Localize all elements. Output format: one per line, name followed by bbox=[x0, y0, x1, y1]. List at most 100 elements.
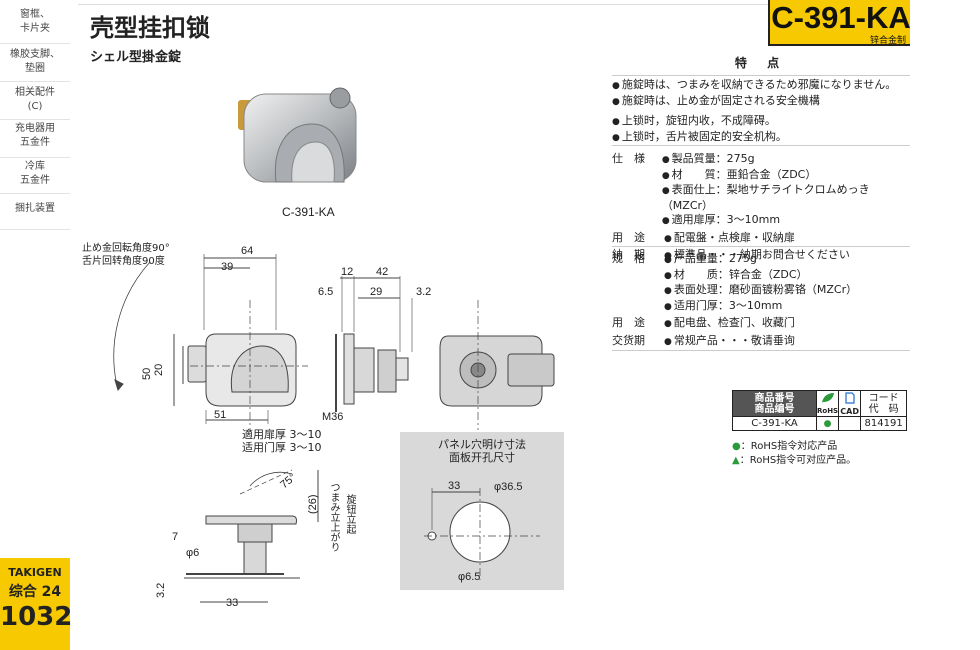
front-view-shell bbox=[230, 345, 289, 393]
back-view-body bbox=[439, 335, 543, 407]
use-value: 配电盘、检查门、收藏门 bbox=[664, 316, 795, 332]
product-code: C-391-KA bbox=[771, 0, 911, 35]
door-thickness-note: 適用扉厚 3～10 适用门厚 3～10 bbox=[242, 428, 322, 454]
spec-value: 产品重量：275g bbox=[664, 252, 857, 268]
spec-value: 材 質：亜鉛合金（ZDC） bbox=[662, 168, 910, 184]
catalog-badge: TAKIGEN 综合 24 1032 bbox=[0, 558, 73, 650]
spec-value: 適用扉厚：3～10mm bbox=[662, 213, 910, 229]
features-cn: 上锁时，旋钮内收，不成障碍。 上锁时，舌片被固定的安全机构。 bbox=[612, 114, 787, 145]
dim-75-deg: 75° bbox=[278, 471, 298, 491]
side-view-flange bbox=[343, 333, 355, 405]
table-row: C-391-KA ● 814191 bbox=[732, 416, 908, 431]
product-photo bbox=[238, 87, 357, 183]
rotation-note-jp: 止め金回転角度90° bbox=[82, 243, 170, 254]
dim-39: 39 bbox=[221, 261, 233, 273]
spec-label: 规 格 bbox=[612, 252, 645, 265]
table-cell-number: 814191 bbox=[860, 416, 908, 431]
panel-dim-phi6-5: φ6.5 bbox=[458, 571, 480, 583]
table-cell-code: C-391-KA bbox=[732, 416, 817, 431]
panel-dim-phi36-5: φ36.5 bbox=[494, 481, 523, 493]
brand-name: TAKIGEN bbox=[8, 566, 62, 579]
sidebar-item-cold-storage[interactable]: 冷库 五金件 bbox=[0, 160, 70, 194]
features-heading: 特 点 bbox=[612, 54, 910, 76]
door-thickness-jp: 適用扉厚 3～10 bbox=[242, 428, 322, 441]
triangle-icon: ▲ bbox=[732, 455, 740, 466]
use-label: 用 途 bbox=[612, 316, 645, 329]
material-label: 锌合金制 bbox=[869, 36, 906, 46]
bottom-view-bolt bbox=[243, 541, 267, 575]
leaf-icon bbox=[821, 393, 834, 403]
panel-hole-small bbox=[427, 531, 437, 541]
table-header-rohs: RoHS bbox=[815, 390, 840, 417]
sidebar-item-binding[interactable]: 捆扎装置 bbox=[0, 202, 70, 230]
side-view-nut bbox=[377, 349, 397, 393]
panel-cutout-title: パネル穴明け寸法 面板开孔尺寸 bbox=[400, 438, 564, 464]
sidebar-item-label: 窗框、 bbox=[20, 9, 50, 20]
section-divider bbox=[612, 350, 910, 351]
sidebar-item-label: (C) bbox=[27, 101, 43, 112]
top-divider bbox=[78, 4, 768, 5]
legend-rohs-possible: ▲：RoHS指令可对应产品。 bbox=[732, 455, 857, 466]
delivery-value: 常规产品・・・敬请垂询 bbox=[664, 334, 795, 350]
rotation-arc bbox=[113, 261, 151, 391]
circle-icon: ● bbox=[732, 441, 741, 452]
door-thickness-cn: 适用门厚 3～10 bbox=[242, 441, 322, 454]
feature-item: 上锁时，舌片被固定的安全机构。 bbox=[612, 130, 787, 146]
dim-29: 29 bbox=[370, 286, 382, 298]
sidebar-item-charger-hardware[interactable]: 充电器用 五金件 bbox=[0, 122, 70, 158]
dim-12: 12 bbox=[341, 266, 353, 278]
dim-42: 42 bbox=[376, 266, 388, 278]
table-cell-rohs: ● bbox=[815, 416, 840, 431]
section-divider bbox=[612, 246, 910, 247]
panel-dim-33: 33 bbox=[448, 480, 460, 492]
dim-64: 64 bbox=[241, 245, 253, 257]
sidebar-item-label: 卡片夹 bbox=[20, 23, 50, 34]
front-view-tab bbox=[187, 345, 207, 383]
page-number: 1032 bbox=[0, 602, 73, 632]
rotation-note: 止め金回転角度90° 舌片回转角度90度 bbox=[82, 242, 170, 268]
bottom-view-knob bbox=[237, 523, 273, 543]
table-header-cad: CAD bbox=[838, 390, 862, 417]
page-title: 壳型挂扣锁 bbox=[90, 14, 210, 42]
sidebar-item-rubber-feet[interactable]: 橡胶支脚、 垫圈 bbox=[0, 48, 70, 82]
dim-20: 20 bbox=[153, 364, 165, 376]
bottom-view-plate bbox=[205, 515, 297, 525]
sidebar: 窗框、 卡片夹 橡胶支脚、 垫圈 相关配件 (C) 充电器用 五金件 冷库 五金… bbox=[0, 0, 73, 650]
sidebar-item-label: 相关配件 bbox=[15, 87, 55, 98]
side-view-body bbox=[353, 347, 375, 393]
feature-item: 施錠時は、止め金が固定される安全機構 bbox=[612, 94, 896, 110]
back-view-cam bbox=[459, 351, 497, 389]
sidebar-item-window-frame[interactable]: 窗框、 卡片夹 bbox=[0, 8, 70, 44]
back-view-latch bbox=[507, 353, 555, 387]
sidebar-item-label: 垫圈 bbox=[25, 63, 45, 74]
use-label: 用 途 bbox=[612, 230, 645, 244]
use-value: 配電盤・点検扉・収納扉 bbox=[664, 231, 795, 247]
side-view-bolt bbox=[395, 357, 409, 381]
sidebar-item-label: 五金件 bbox=[20, 137, 50, 148]
photo-caption: C-391-KA bbox=[282, 205, 335, 219]
sidebar-item-accessories[interactable]: 相关配件 (C) bbox=[0, 86, 70, 120]
catalog-name: 综合 24 bbox=[8, 584, 62, 600]
dim-3-2: 3.2 bbox=[416, 286, 431, 298]
table-cell-cad bbox=[838, 416, 862, 431]
delivery-label: 交货期 bbox=[612, 333, 645, 347]
spec-cn: 规 格 产品重量：275g 材 质：锌合金（ZDC） 表面处理：磨砂面镀粉雾铬（… bbox=[612, 252, 910, 349]
dim-3-2-bottom: 3.2 bbox=[155, 583, 167, 598]
section-divider bbox=[612, 145, 910, 146]
table-header-code: 商品番号商品编号 bbox=[732, 390, 817, 417]
page-subtitle: シェル型掛金錠 bbox=[90, 50, 182, 65]
front-view-body bbox=[205, 333, 297, 407]
dim-7: 7 bbox=[172, 531, 178, 543]
panel-title-cn: 面板开孔尺寸 bbox=[449, 451, 515, 464]
dim-26: (26) bbox=[307, 494, 319, 514]
spec-value: 材 质：锌合金（ZDC） bbox=[664, 268, 857, 284]
delivery-label: 納 期 bbox=[612, 248, 645, 261]
document-icon bbox=[845, 391, 855, 404]
dim-50: 50 bbox=[141, 368, 153, 380]
spec-value: 表面处理：磨砂面镀粉雾铬（MZCr） bbox=[664, 283, 857, 299]
dim-51: 51 bbox=[214, 409, 226, 421]
sidebar-item-label: 橡胶支脚、 bbox=[10, 49, 60, 60]
feature-item: 施錠時は、つまみを収納できるため邪魔になりません。 bbox=[612, 78, 896, 94]
knob-raise-jp: つまみ立上がり bbox=[328, 482, 339, 552]
knob-raise-cn: 旋钮立起 bbox=[344, 494, 355, 534]
